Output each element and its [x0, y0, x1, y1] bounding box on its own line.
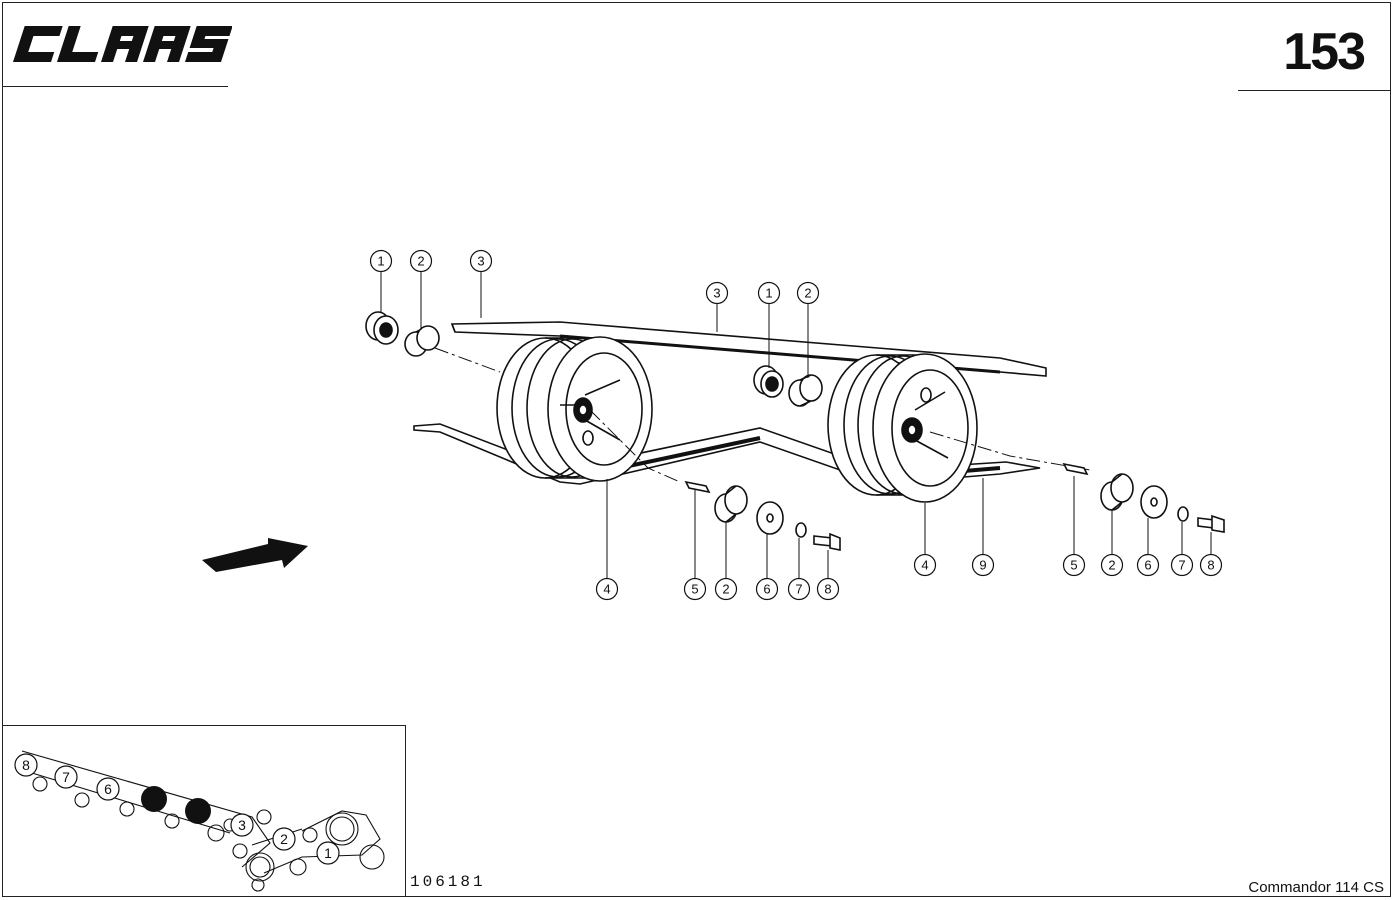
inset-roller — [251, 878, 265, 892]
left-bushing — [404, 325, 440, 357]
inset-roller — [256, 809, 272, 825]
inset-roller — [32, 776, 48, 792]
callout-number: 2 — [722, 582, 729, 597]
inset-callout: 7 — [54, 765, 78, 789]
inset-roller — [207, 824, 225, 842]
callout-left-bottom: 4 — [595, 577, 619, 601]
callout-left-bottom: 2 — [714, 577, 738, 601]
left-washer — [756, 501, 784, 535]
callout-left-bottom: 5 — [683, 577, 707, 601]
inset-callout: 3 — [230, 813, 254, 837]
callout-number: 2 — [280, 831, 288, 847]
inset-roller — [245, 852, 275, 882]
callout-layer: 1 2 3 3 1 2 4 5 2 6 7 8 4 9 5 2 6 7 8 — [369, 249, 1223, 601]
callout-number: 1 — [324, 845, 332, 861]
callout-right-bottom: 5 — [1062, 553, 1086, 577]
callout-number: 2 — [1108, 558, 1115, 573]
callout-right-top: 2 — [796, 281, 820, 305]
left-bearing — [365, 311, 399, 345]
inset-roller — [119, 801, 135, 817]
callout-left-bottom: 6 — [755, 577, 779, 601]
callout-number: 7 — [62, 769, 70, 785]
model-name: Commandor 114 CS — [1248, 879, 1384, 896]
inset-roller — [325, 812, 359, 846]
inset-diagram: 8 7 6 3 2 1 — [14, 750, 385, 892]
right-washer — [1140, 485, 1168, 519]
left-lower-bushing — [714, 485, 748, 523]
right-lower-bushing — [1100, 473, 1134, 511]
inset-roller — [164, 813, 180, 829]
callout-number: 3 — [238, 817, 246, 833]
callout-right-bottom: 9 — [971, 553, 995, 577]
leader-lines — [380, 271, 1212, 578]
right-key — [1062, 462, 1089, 476]
inset-callout: 1 — [316, 841, 340, 865]
callout-number: 7 — [1178, 558, 1185, 573]
callout-right-top: 1 — [757, 281, 781, 305]
callout-number: 8 — [1207, 558, 1214, 573]
right-bolt — [1197, 514, 1225, 533]
right-bushing — [788, 374, 823, 407]
left-pulley — [496, 336, 653, 482]
callout-number: 3 — [477, 254, 484, 269]
callout-number: 6 — [104, 781, 112, 797]
callout-right-bottom: 8 — [1199, 553, 1223, 577]
claas-logo — [13, 26, 232, 62]
inset-roller — [329, 816, 355, 842]
callout-number: 8 — [22, 757, 30, 773]
callout-number: 1 — [765, 286, 772, 301]
inset-roller — [302, 827, 318, 843]
callout-number: 2 — [417, 254, 424, 269]
inset-roller — [289, 858, 307, 876]
callout-right-bottom: 2 — [1100, 553, 1124, 577]
right-bearing — [753, 365, 784, 398]
callout-right-bottom: 6 — [1136, 553, 1160, 577]
axis-lines — [434, 347, 1091, 483]
inset-roller — [249, 856, 271, 878]
callout-number: 5 — [691, 582, 698, 597]
header-rule-right — [1238, 90, 1391, 91]
callout-left-top: 1 — [369, 249, 393, 273]
callout-number: 4 — [603, 582, 610, 597]
callout-number: 9 — [979, 558, 986, 573]
left-bolt — [813, 532, 841, 551]
callout-right-top: 3 — [705, 281, 729, 305]
callout-left-top: 2 — [409, 249, 433, 273]
callout-right-bottom: 4 — [913, 553, 937, 577]
left-lock-washer — [795, 522, 807, 538]
callout-number: 8 — [824, 582, 831, 597]
direction-arrow — [202, 538, 308, 572]
callout-number: 2 — [804, 286, 811, 301]
header-rule-left — [2, 86, 228, 87]
callout-number: 4 — [921, 558, 928, 573]
right-pulley — [827, 353, 978, 503]
callout-left-bottom: 8 — [816, 577, 840, 601]
callout-number: 6 — [763, 582, 770, 597]
callout-number: 7 — [795, 582, 802, 597]
inset-callout: 2 — [272, 827, 296, 851]
callout-left-top: 3 — [469, 249, 493, 273]
drawing-id: 106181 — [410, 873, 486, 891]
inset-label-layer: 8 7 6 3 2 1 — [14, 753, 340, 865]
inset-callout: 6 — [96, 777, 120, 801]
callout-number: 5 — [1070, 558, 1077, 573]
callout-number: 1 — [377, 254, 384, 269]
inset-highlight-pulley — [141, 786, 167, 812]
callout-left-bottom: 7 — [787, 577, 811, 601]
inset-callout: 8 — [14, 753, 38, 777]
inset-highlight-pulley — [185, 798, 211, 824]
callout-number: 3 — [713, 286, 720, 301]
inset-roller — [232, 843, 248, 859]
inset-roller — [74, 792, 90, 808]
inset-roller — [359, 844, 385, 870]
inset-overview — [2, 725, 406, 897]
callout-right-bottom: 7 — [1170, 553, 1194, 577]
page-number: 153 — [1283, 23, 1366, 81]
left-key — [684, 480, 711, 494]
right-lock-washer — [1177, 506, 1189, 522]
callout-number: 6 — [1144, 558, 1151, 573]
